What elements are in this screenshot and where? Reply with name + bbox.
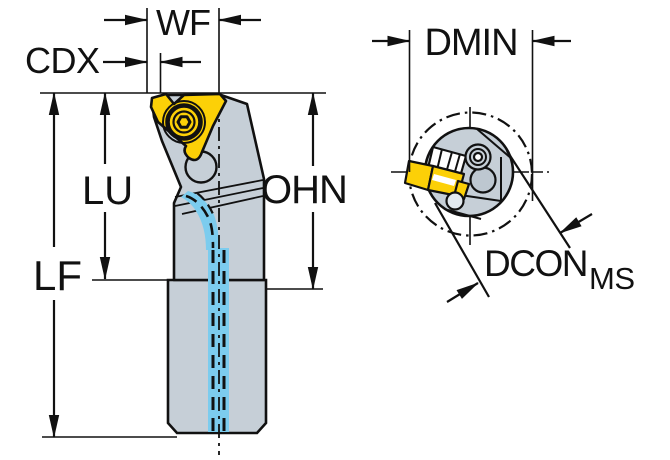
dimension-label-dcon-subscript: MS: [589, 261, 635, 296]
coolant-exit-hidden-line2: [196, 192, 217, 220]
dimension-label-lf: LF: [33, 252, 82, 299]
end-view-screw: [464, 143, 492, 171]
insert-clamp-screw: [162, 100, 206, 144]
torx-socket-icon: [176, 115, 192, 129]
coolant-exit: [181, 191, 219, 250]
dimension-label-dcon: DCON: [484, 243, 587, 284]
end-view-insert: [403, 143, 497, 211]
side-view: [40, 8, 326, 455]
insert-shim-stripe: [432, 174, 456, 186]
dimension-labels: WF CDX LU OHN LF DMIN DCON MS: [25, 2, 635, 299]
coolant-exit-hidden-line: [185, 194, 215, 249]
end-view: [372, 30, 593, 303]
dimension-label-ohn: OHN: [261, 168, 347, 212]
coolant-channel-walls: [211, 250, 226, 431]
dimension-label-lu: LU: [82, 169, 133, 213]
dimension-label-wf: WF: [156, 2, 210, 43]
clamp-lobe: [469, 166, 497, 194]
dimension-label-dmin: DMIN: [424, 22, 517, 64]
dimension-label-cdx: CDX: [25, 40, 100, 81]
pin-hole: [445, 191, 465, 211]
dcon-tangent-line-lower: [434, 202, 490, 298]
leader-dcon: [434, 150, 593, 303]
